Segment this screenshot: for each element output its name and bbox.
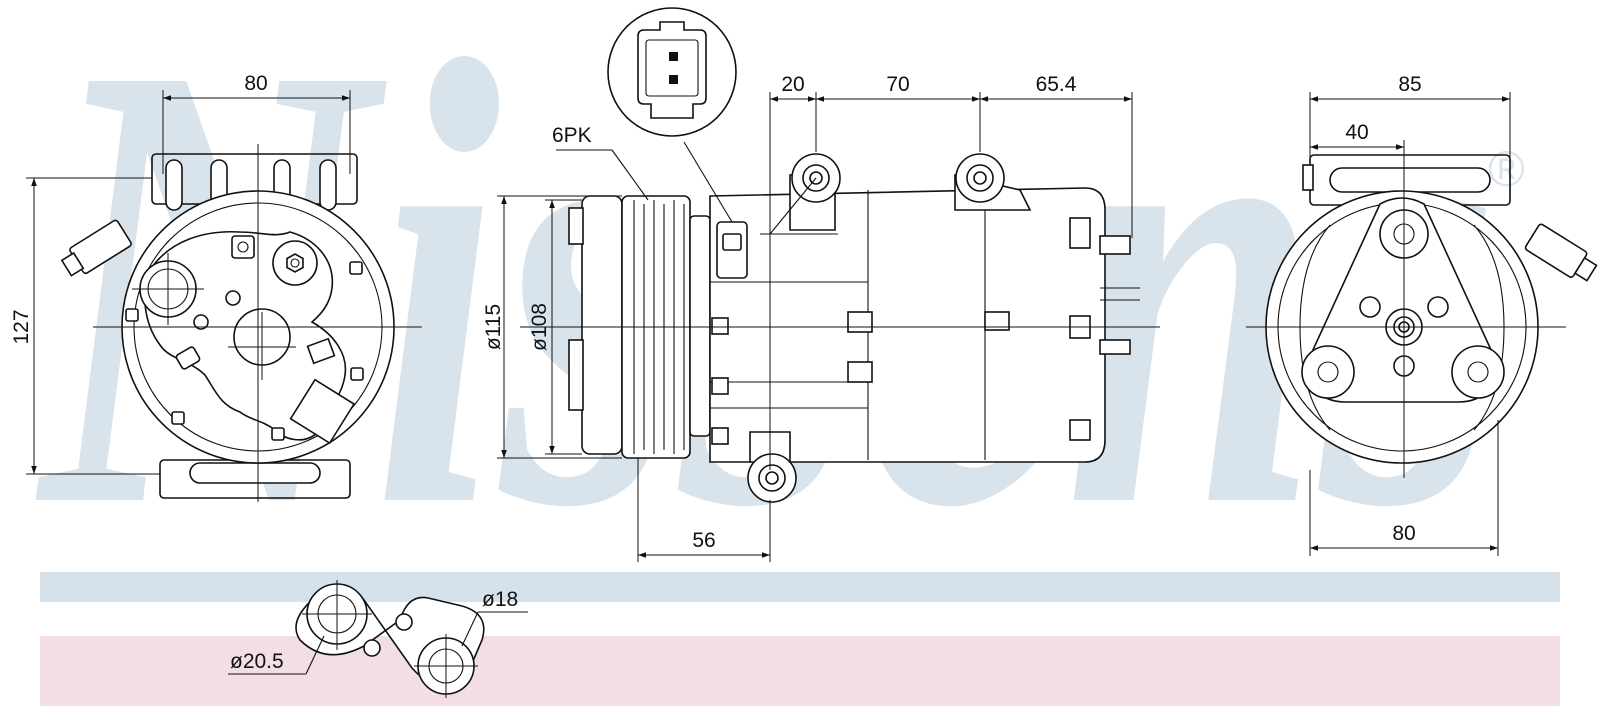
dim-port-18: ø18 <box>482 588 518 611</box>
dim-diam-115: ø115 <box>482 304 505 350</box>
back-view: 85 40 80 <box>1246 73 1598 556</box>
dim-front-width: 80 <box>244 72 267 95</box>
connector-inset <box>607 7 737 137</box>
dim-front-height: 127 <box>10 309 33 344</box>
side-view: 6PK ø115 ø108 20 70 65.4 56 <box>482 73 1160 562</box>
dim-depth-65-4: 65.4 <box>1036 73 1077 96</box>
dim-pulley-56: 56 <box>692 529 715 552</box>
dim-back-width-85: 85 <box>1398 73 1421 96</box>
pink-band <box>40 636 1560 706</box>
label-6pk: 6PK <box>552 124 592 147</box>
dim-depth-70: 70 <box>886 73 909 96</box>
front-view: 80 127 <box>10 72 422 502</box>
dim-back-width-80: 80 <box>1392 522 1415 545</box>
dim-diam-108: ø108 <box>528 303 551 351</box>
registered-mark: ® <box>1488 141 1525 197</box>
dim-port-20-5: ø20.5 <box>230 650 284 673</box>
blue-band <box>40 572 1560 602</box>
dim-back-40: 40 <box>1345 121 1368 144</box>
port-detail: ø18 ø20.5 <box>228 580 528 698</box>
dim-depth-20: 20 <box>781 73 804 96</box>
